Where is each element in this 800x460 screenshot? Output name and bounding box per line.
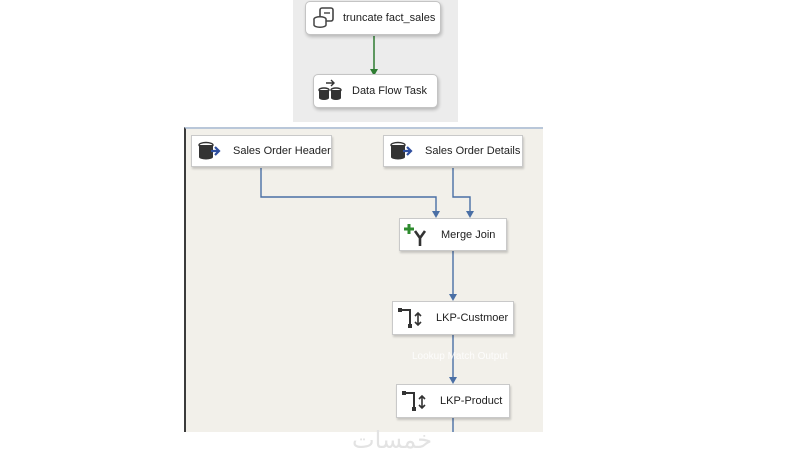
component-label: LKP-Product — [440, 395, 503, 407]
data-flow-task-icon — [317, 78, 343, 104]
task-data-flow[interactable]: Data Flow Task — [313, 74, 438, 108]
source-sales-order-header[interactable]: Sales Order Header — [191, 135, 332, 167]
arrowhead — [432, 211, 440, 218]
watermark-logo: خمسات — [352, 426, 433, 454]
task-truncate-fact-sales[interactable]: truncate fact_sales — [305, 1, 441, 35]
source-sales-order-details[interactable]: Sales Order Details — [383, 135, 523, 167]
data-flow-canvas — [184, 127, 543, 432]
lookup-lkp-product[interactable]: LKP-Product — [396, 384, 510, 418]
lookup-icon — [402, 388, 428, 414]
arrowhead — [449, 377, 457, 384]
task-label: Data Flow Task — [352, 85, 427, 97]
sql-task-icon — [311, 5, 337, 31]
arrowhead — [466, 211, 474, 218]
lookup-lkp-custmoer[interactable]: LKP-Custmoer — [392, 301, 514, 335]
path-details-to-merge[interactable] — [452, 168, 471, 212]
component-label: Sales Order Details — [425, 145, 521, 157]
precedence-arrowhead — [370, 69, 378, 76]
db-source-icon — [197, 138, 223, 164]
path-label: Lookup Match Output — [412, 351, 508, 362]
task-label: truncate fact_sales — [343, 12, 436, 24]
arrowhead — [449, 294, 457, 301]
lookup-icon — [398, 305, 424, 331]
component-label: LKP-Custmoer — [436, 312, 509, 324]
component-label: Merge Join — [441, 228, 496, 241]
transform-merge-join[interactable]: Merge Join — [399, 218, 507, 251]
component-label: Sales Order Header — [233, 145, 331, 157]
merge-join-icon — [403, 222, 429, 248]
db-source-icon — [389, 138, 415, 164]
path-header-to-merge[interactable] — [260, 168, 437, 212]
